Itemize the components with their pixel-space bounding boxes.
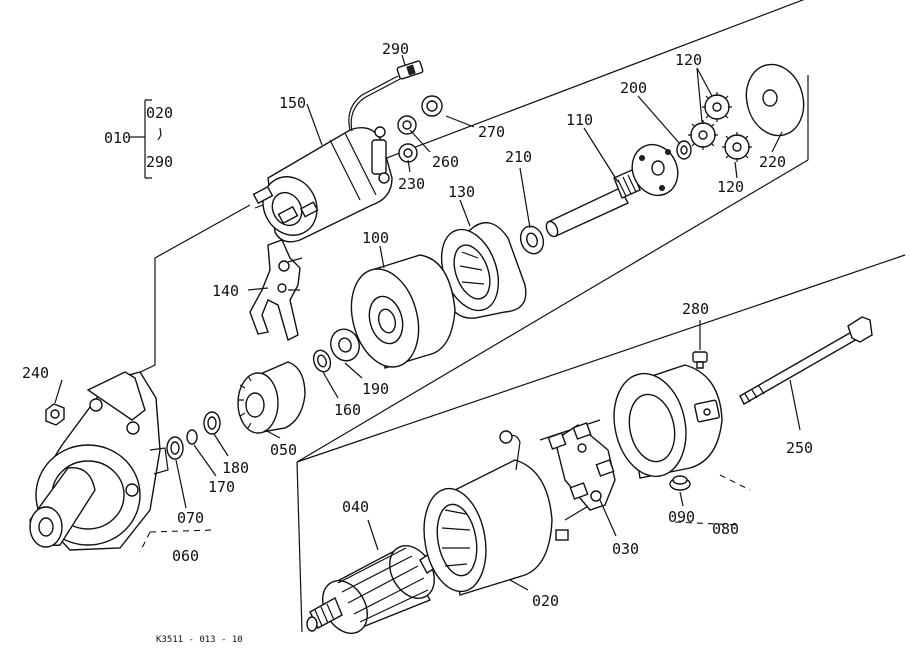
nut-270	[421, 95, 443, 117]
gear-cover-plate-220	[745, 63, 805, 137]
armature-040	[306, 545, 439, 634]
label-050: 050	[270, 441, 297, 459]
label-280: 280	[682, 300, 709, 318]
label-290: 290	[382, 40, 409, 58]
label-190: 190	[362, 380, 389, 398]
leader-lines	[54, 54, 801, 591]
label-030: 030	[612, 540, 639, 558]
label-100: 100	[362, 229, 389, 247]
yoke-assembly-020	[423, 430, 569, 596]
nut-240	[45, 403, 65, 426]
center-bracket-130	[440, 221, 527, 319]
label-120-lower: 120	[717, 178, 744, 196]
housing-group-bracket	[149, 529, 215, 533]
label-080: 080	[712, 520, 739, 538]
label-170: 170	[208, 478, 235, 496]
nut-230	[398, 143, 418, 163]
label-070: 070	[177, 509, 204, 527]
pinion-gear-050	[237, 361, 306, 434]
washer-190	[330, 328, 360, 362]
label-040: 040	[342, 498, 369, 516]
planetary-gear-120-lower	[722, 132, 752, 162]
label-010: 010	[104, 129, 131, 147]
bushing-070	[166, 436, 184, 460]
label-140: 140	[212, 282, 239, 300]
overrunning-clutch-100	[350, 254, 456, 369]
label-260: 260	[432, 153, 459, 171]
label-090: 090	[668, 508, 695, 526]
solenoid-switch-150	[252, 126, 393, 243]
label-200: 200	[620, 79, 647, 97]
thrust-washer-210	[519, 225, 545, 255]
label-210: 210	[505, 148, 532, 166]
washer-200	[676, 140, 692, 160]
label-160: 160	[334, 401, 361, 419]
label-290-range: 290	[146, 153, 173, 171]
snap-ring-160	[312, 349, 332, 373]
label-220: 220	[759, 153, 786, 171]
snap-ring-170	[186, 429, 198, 445]
lower-group-boundary-top	[296, 254, 906, 463]
upper-group-boundary	[127, 204, 251, 379]
stop-ring-180	[203, 411, 221, 435]
grommet-090	[669, 475, 691, 491]
through-bolt-250	[739, 316, 873, 405]
label-020: 020	[532, 592, 559, 610]
label-110: 110	[566, 111, 593, 129]
end-frame-080	[613, 364, 723, 479]
label-130: 130	[448, 183, 475, 201]
range-bracket-010	[130, 99, 162, 179]
lower-group-boundary	[296, 461, 303, 633]
label-250: 250	[786, 439, 813, 457]
screw-280	[692, 351, 708, 369]
label-020-range: 020	[146, 104, 173, 122]
shift-lever-140	[249, 239, 303, 342]
drawing-code: K3511 - 013 - 10	[156, 635, 243, 645]
washer-260	[397, 115, 417, 135]
label-180: 180	[222, 459, 249, 477]
drive-shaft-110	[545, 143, 679, 238]
planetary-gear-120-upper	[702, 92, 732, 122]
label-270: 270	[478, 123, 505, 141]
through-bolt-axis	[564, 504, 591, 521]
label-060: 060	[172, 547, 199, 565]
lead-wire-290	[348, 60, 424, 132]
housing-group-bracket-end	[139, 531, 151, 553]
brush-holder-030	[547, 422, 616, 511]
label-240: 240	[22, 364, 49, 382]
label-150: 150	[279, 94, 306, 112]
drive-end-housing-060	[29, 371, 169, 551]
label-230: 230	[398, 175, 425, 193]
gear-group-boundary-bottom	[296, 159, 809, 463]
end-frame-group-bracket-2	[719, 474, 751, 491]
label-120-upper: 120	[675, 51, 702, 69]
planetary-gear-120-middle	[688, 120, 718, 150]
